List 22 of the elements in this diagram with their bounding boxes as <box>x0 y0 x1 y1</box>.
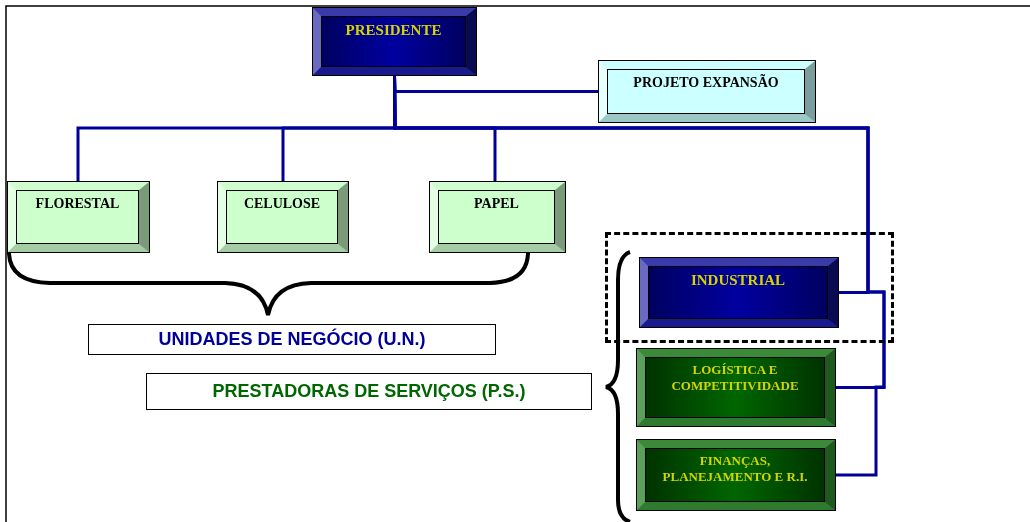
box-label: CELULOSE <box>243 195 321 213</box>
box-label: INDUSTRIAL <box>690 271 786 290</box>
group-label-box <box>88 324 496 355</box>
dashed-group-outline <box>605 232 894 343</box>
connector-line <box>393 76 886 477</box>
org-unit-box <box>218 182 348 252</box>
org-unit-box <box>637 440 835 510</box>
box-label: LOGÍSTICA E COMPETITIVIDADE <box>670 362 800 395</box>
group-label-box <box>146 373 592 410</box>
box-label: PAPEL <box>474 195 519 213</box>
org-unit-box <box>599 61 815 122</box>
org-unit-box <box>313 8 476 75</box>
org-unit-box <box>8 182 149 252</box>
org-unit-box <box>640 258 838 327</box>
org-unit-box <box>430 182 565 252</box>
org-unit-box <box>637 349 835 426</box>
box-label: FINANÇAS, PLANEJAMENTO E R.I. <box>661 453 809 486</box>
box-label: PROJETO EXPANSÃO <box>633 74 779 92</box>
box-label: PRESIDENTE <box>345 21 442 40</box>
box-label: UNIDADES DE NEGÓCIO (U.N.) <box>158 327 426 351</box>
box-label: FLORESTAL <box>35 195 120 213</box>
box-label: PRESTADORAS DE SERVIÇOS (P.S.) <box>212 380 526 403</box>
